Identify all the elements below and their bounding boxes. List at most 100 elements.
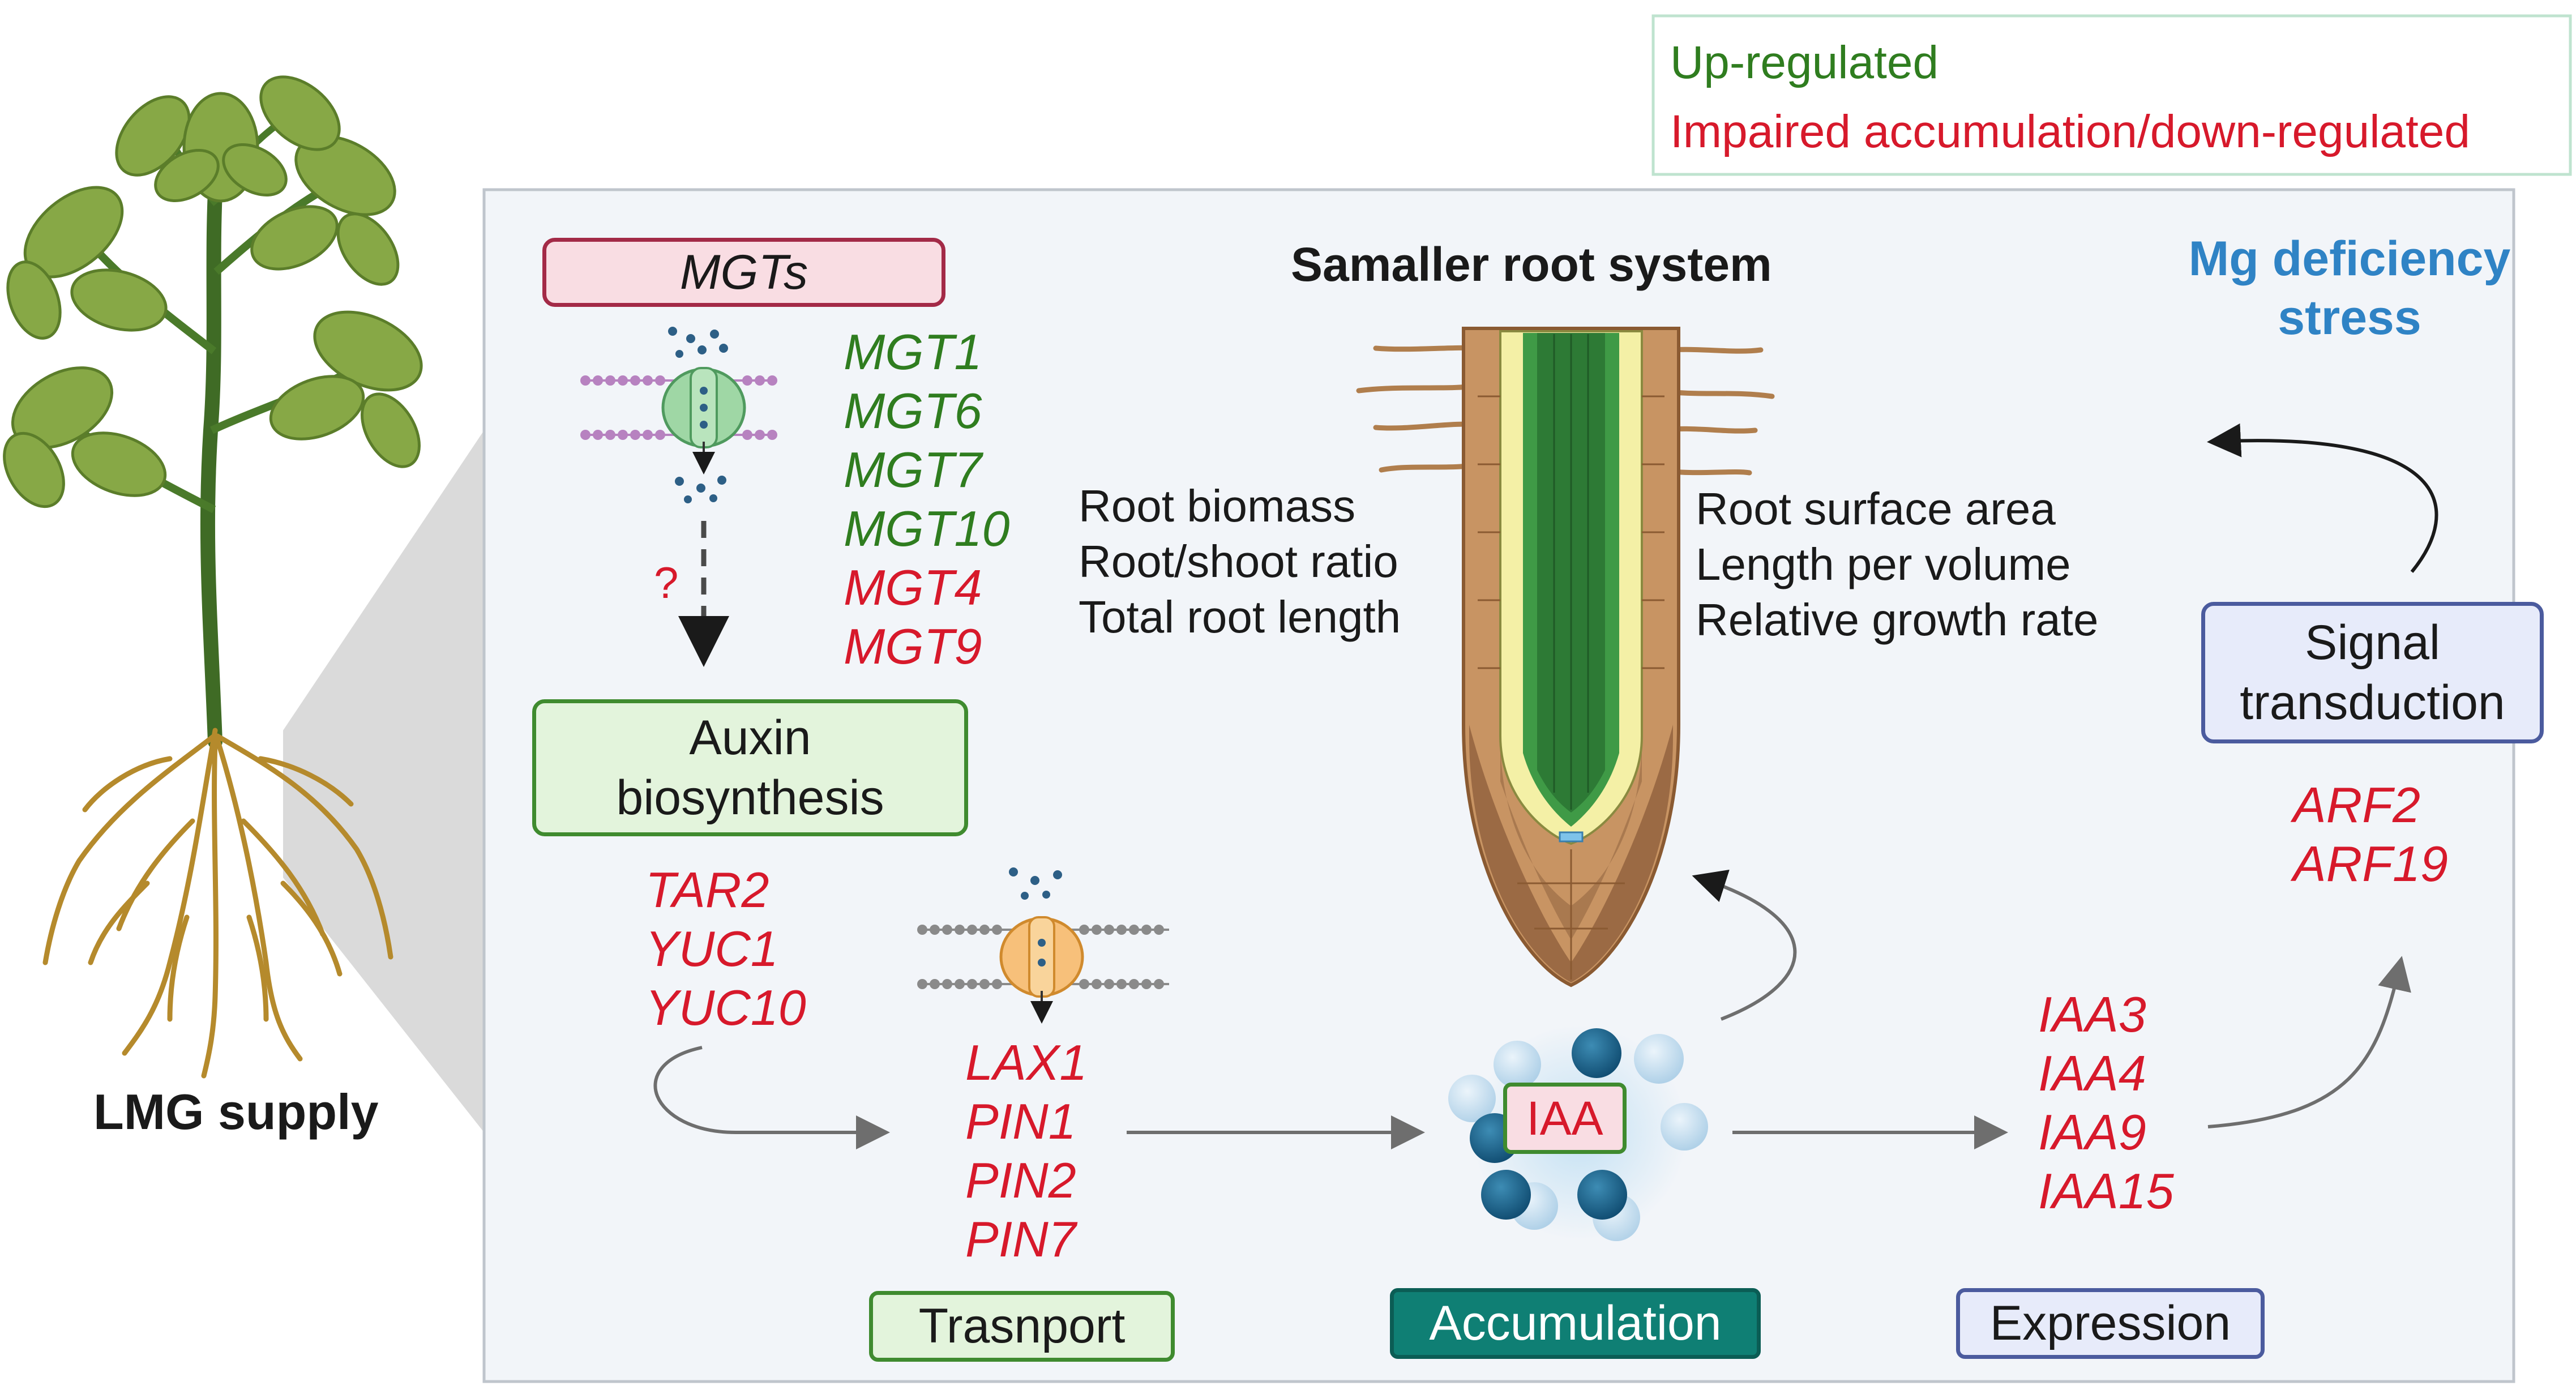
lipid-head: [1154, 925, 1164, 935]
root-tip-icon: [1356, 327, 1775, 987]
lipid-head: [767, 375, 777, 386]
accumulation-box: Accumulation: [1390, 1288, 1761, 1359]
legend-frame: [1651, 14, 2572, 176]
trait-total-root-length: Total root length: [1079, 592, 1401, 642]
lipid-head: [979, 979, 990, 989]
auxin-to-transport-arrow: [653, 1046, 890, 1149]
lipid-head: [1116, 925, 1127, 935]
mgt-gene-list: MGT1 MGT6 MGT7 MGT10 MGT4 MGT9: [844, 323, 1009, 676]
lipid-head: [605, 430, 615, 440]
gene-mgt4: MGT4: [844, 559, 982, 615]
auxin-gene-list: TAR2 YUC1 YUC10: [645, 861, 806, 1037]
lipid-head: [1129, 925, 1139, 935]
lipid-head: [755, 430, 765, 440]
signal-box-line2: transduction: [2240, 675, 2505, 730]
expression-box: Expression: [1956, 1288, 2265, 1359]
lipid-head: [1092, 979, 1102, 989]
mgt-question-mark: ?: [654, 558, 679, 608]
transport-box: Trasnport: [869, 1291, 1175, 1362]
lipid-head: [942, 979, 952, 989]
trait-relative-growth-rate: Relative growth rate: [1696, 595, 2099, 645]
auxin-biosynthesis-box: Auxin biosynthesis: [532, 699, 968, 836]
lipid-head: [942, 925, 952, 935]
accumulation-box-label: Accumulation: [1429, 1296, 1722, 1350]
lipid-head: [955, 979, 965, 989]
lipid-head: [767, 430, 777, 440]
gene-mgt7: MGT7: [844, 442, 982, 498]
lipid-head: [1154, 979, 1164, 989]
lipid-head: [955, 925, 965, 935]
auxin-carrier-icon: [917, 867, 1169, 1024]
transport-gene-list: LAX1 PIN1 PIN2 PIN7: [965, 1033, 1087, 1269]
lipid-head: [967, 925, 977, 935]
gene-mgt1: MGT1: [844, 324, 982, 380]
plant-icon: [3, 75, 423, 1079]
expression-to-signal-arrow: [2207, 956, 2411, 1128]
signal-transduction-box: Signal transduction: [2201, 602, 2544, 743]
gene-iaa15: IAA15: [2038, 1163, 2174, 1219]
stress-label-line2: stress: [2278, 290, 2421, 345]
root-right-traits: Root surface area Length per volume Rela…: [1696, 481, 2098, 648]
lipid-head: [930, 979, 940, 989]
gene-lax1: LAX1: [965, 1034, 1088, 1091]
gene-mgt9: MGT9: [844, 618, 982, 674]
lipid-head: [1141, 925, 1152, 935]
channel-protein-icon: [580, 327, 777, 503]
lipid-head: [580, 375, 590, 386]
lipid-head: [1104, 925, 1114, 935]
signal-to-stress-arrow: [2207, 423, 2438, 573]
lipid-head: [967, 979, 977, 989]
expression-gene-list: IAA3 IAA4 IAA9 IAA15: [2038, 985, 2174, 1221]
lipid-head: [580, 430, 590, 440]
gene-mgt10: MGT10: [844, 501, 1010, 557]
plant-caption: LMG supply: [93, 1084, 379, 1140]
signal-gene-list: ARF2 ARF19: [2293, 776, 2448, 893]
lipid-head: [979, 925, 990, 935]
lipid-head: [643, 430, 653, 440]
zoom-wedge: [283, 430, 484, 1132]
gene-pin1: PIN1: [965, 1093, 1076, 1149]
gene-arf2: ARF2: [2293, 777, 2420, 833]
lipid-head: [630, 430, 640, 440]
lipid-head: [593, 430, 603, 440]
mgts-box: MGTs: [542, 238, 945, 307]
trait-root-surface-area: Root surface area: [1696, 484, 2056, 534]
auxin-box-line1: Auxin: [689, 711, 811, 765]
gene-yuc10: YUC10: [645, 980, 806, 1036]
lipid-head: [618, 430, 628, 440]
lipid-head: [655, 375, 665, 386]
lipid-head: [1092, 925, 1102, 935]
signal-box-line1: Signal: [2304, 615, 2441, 670]
lipid-head: [930, 925, 940, 935]
lipid-head: [643, 375, 653, 386]
lipid-head: [755, 375, 765, 386]
mgts-box-label: MGTs: [679, 245, 808, 300]
lipid-head: [992, 979, 1002, 989]
lipid-head: [917, 925, 927, 935]
gene-yuc1: YUC1: [645, 921, 778, 977]
gene-iaa4: IAA4: [2038, 1045, 2146, 1101]
auxin-box-line2: biosynthesis: [616, 771, 884, 825]
lipid-head: [1116, 979, 1127, 989]
lipid-head: [618, 375, 628, 386]
lipid-head: [1129, 979, 1139, 989]
lipid-head: [593, 375, 603, 386]
legend-down-label: Impaired accumulation/down-regulated: [1670, 106, 2471, 157]
iaa-label-box: IAA: [1503, 1083, 1627, 1154]
transport-box-label: Trasnport: [918, 1299, 1126, 1353]
root-left-traits: Root biomass Root/shoot ratio Total root…: [1079, 478, 1401, 645]
lipid-head: [742, 430, 752, 440]
iaa-label: IAA: [1526, 1091, 1603, 1145]
lipid-head: [1079, 979, 1089, 989]
trait-root-shoot-ratio: Root/shoot ratio: [1079, 536, 1398, 587]
legend-up-label: Up-regulated: [1670, 37, 1939, 88]
root-title: Samaller root system: [1291, 238, 1772, 291]
gene-pin7: PIN7: [965, 1211, 1076, 1267]
gene-iaa3: IAA3: [2038, 986, 2146, 1042]
gene-iaa9: IAA9: [2038, 1104, 2146, 1160]
expression-box-label: Expression: [1989, 1296, 2231, 1350]
lipid-head: [630, 375, 640, 386]
lipid-head: [605, 375, 615, 386]
